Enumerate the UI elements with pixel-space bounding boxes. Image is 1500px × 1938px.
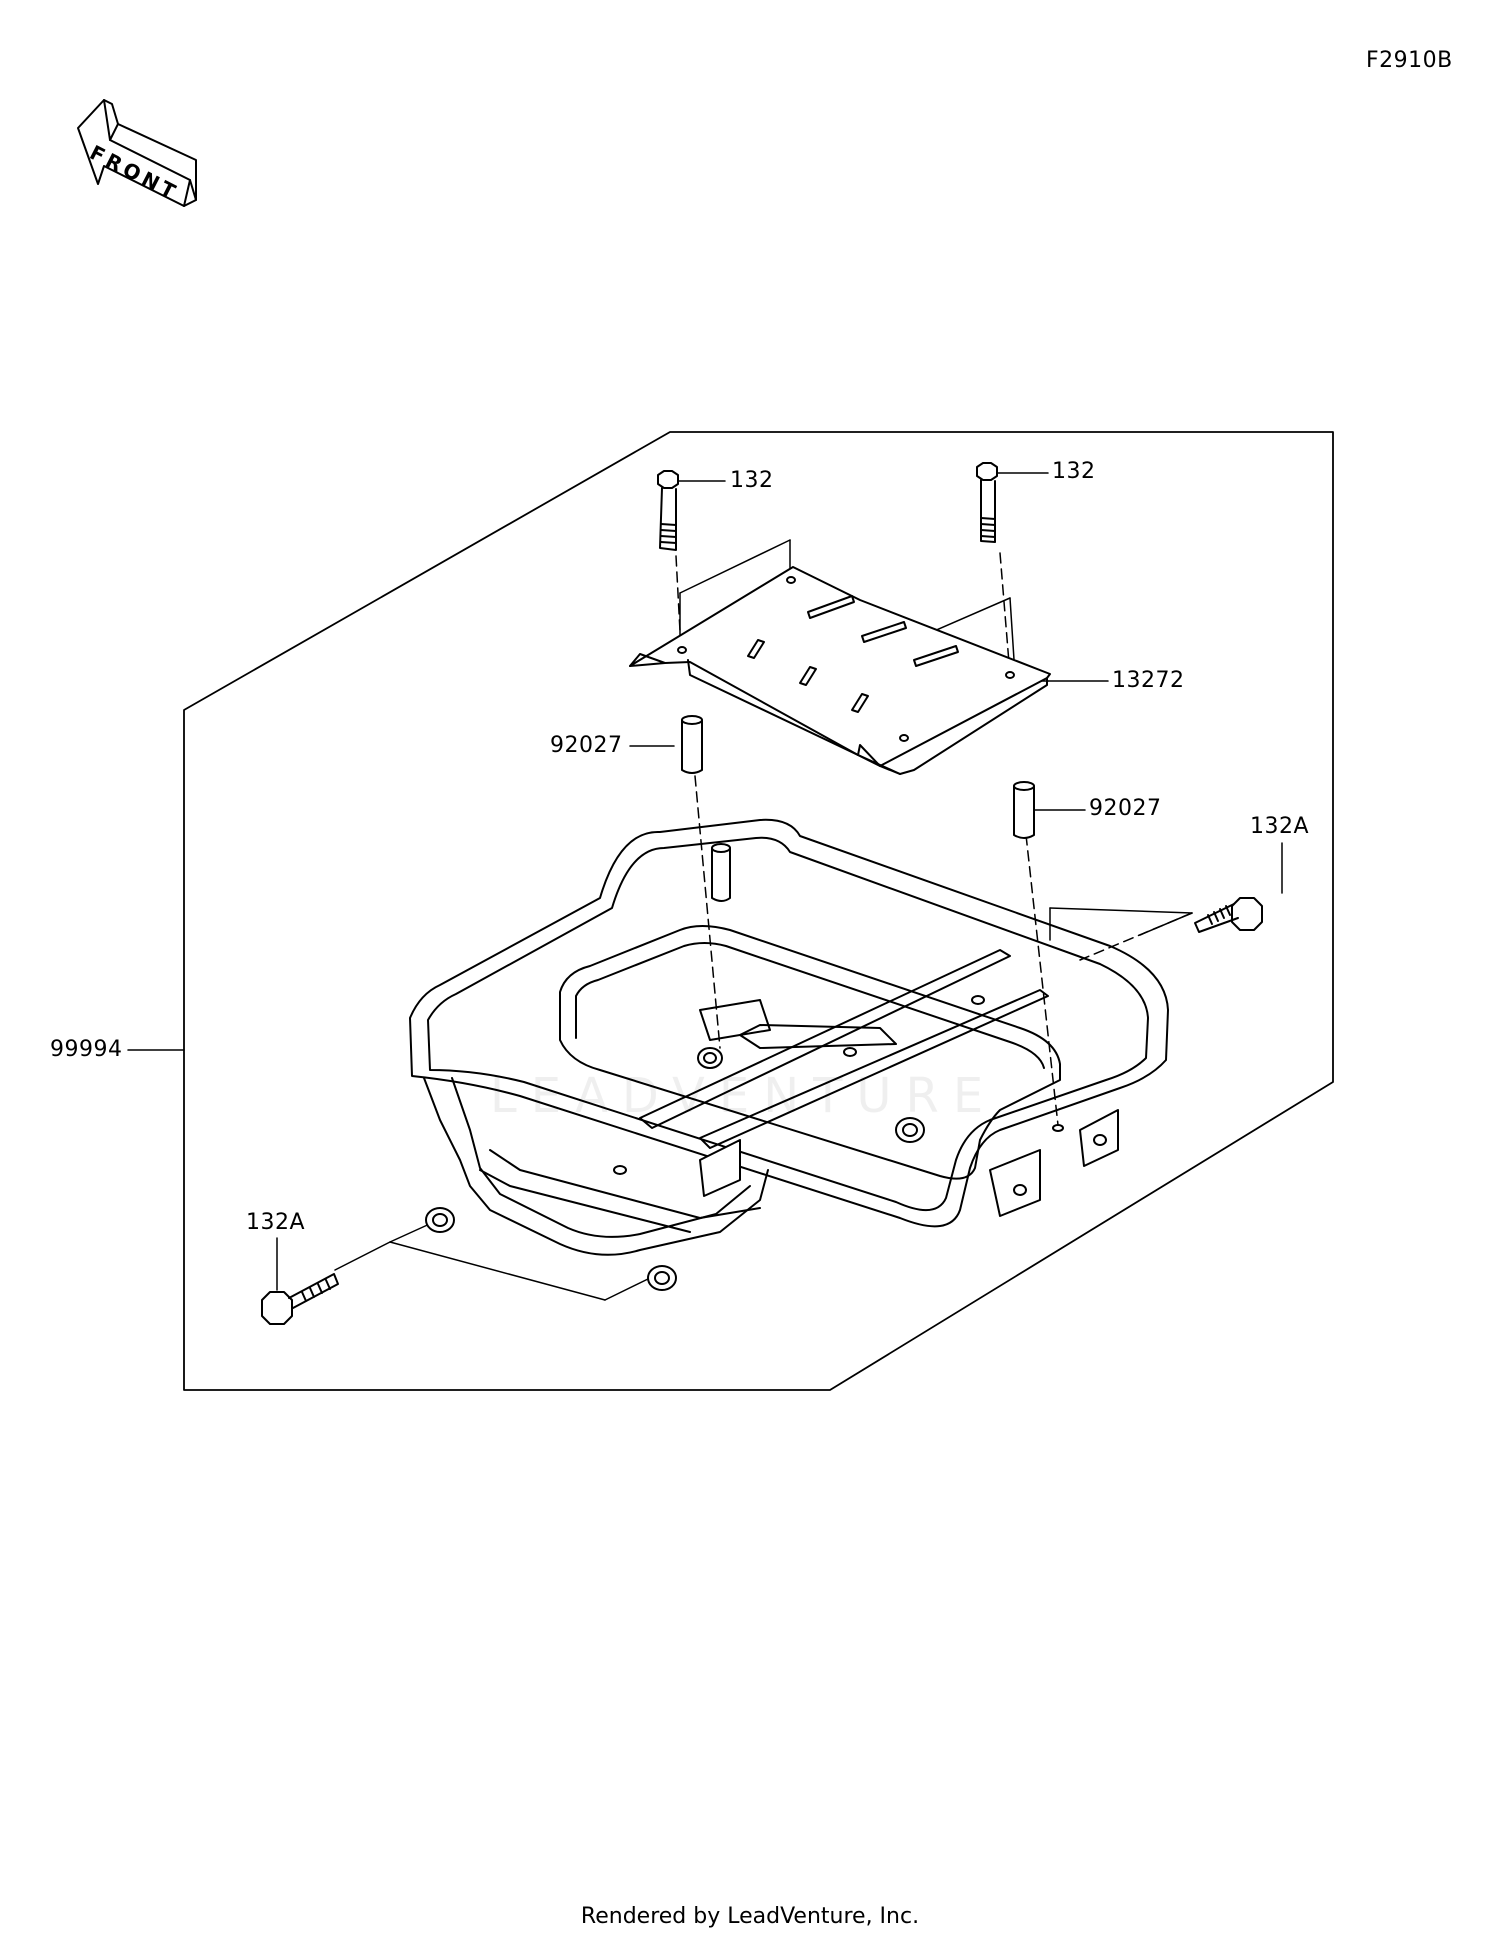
collar-92027-right — [1014, 782, 1034, 838]
callout-132-left[interactable]: 132 — [730, 468, 774, 493]
bolt-132A-right — [1195, 898, 1262, 932]
watermark: LEADVENTURE — [490, 1068, 998, 1124]
callout-92027-right[interactable]: 92027 — [1089, 796, 1162, 821]
callout-99994[interactable]: 99994 — [50, 1037, 123, 1062]
callout-132-right[interactable]: 132 — [1052, 459, 1096, 484]
collar-92027-left — [682, 716, 702, 773]
bolt-132-right — [977, 463, 997, 542]
bolt-132-left — [658, 471, 678, 550]
assembly-group-frame — [184, 432, 1333, 1390]
front-direction-arrow-icon — [78, 100, 196, 206]
alignment-lines — [676, 553, 1192, 1125]
bolt-132A-left — [262, 1274, 338, 1324]
callout-132A-right[interactable]: 132A — [1250, 814, 1310, 839]
figure-code: F2910B — [1366, 48, 1453, 73]
carrier-frame-99994 — [410, 820, 1168, 1290]
callout-92027-left[interactable]: 92027 — [550, 733, 623, 758]
callout-13272[interactable]: 13272 — [1112, 668, 1185, 693]
render-credit: Rendered by LeadVenture, Inc. — [580, 1904, 920, 1929]
callout-132A-left[interactable]: 132A — [246, 1210, 306, 1235]
mounting-plate-13272 — [630, 567, 1050, 774]
